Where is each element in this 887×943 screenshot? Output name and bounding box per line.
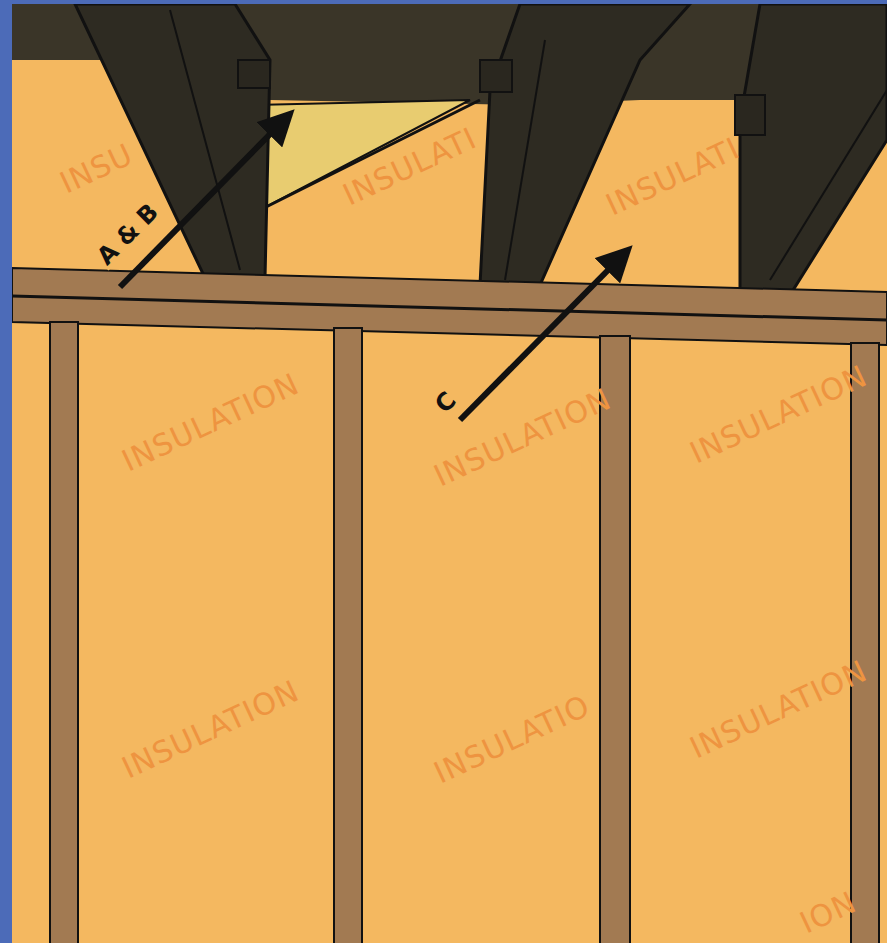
stage: A & BCINSUINSULATIINSULATIINSULATIONINSU… [0, 0, 887, 943]
